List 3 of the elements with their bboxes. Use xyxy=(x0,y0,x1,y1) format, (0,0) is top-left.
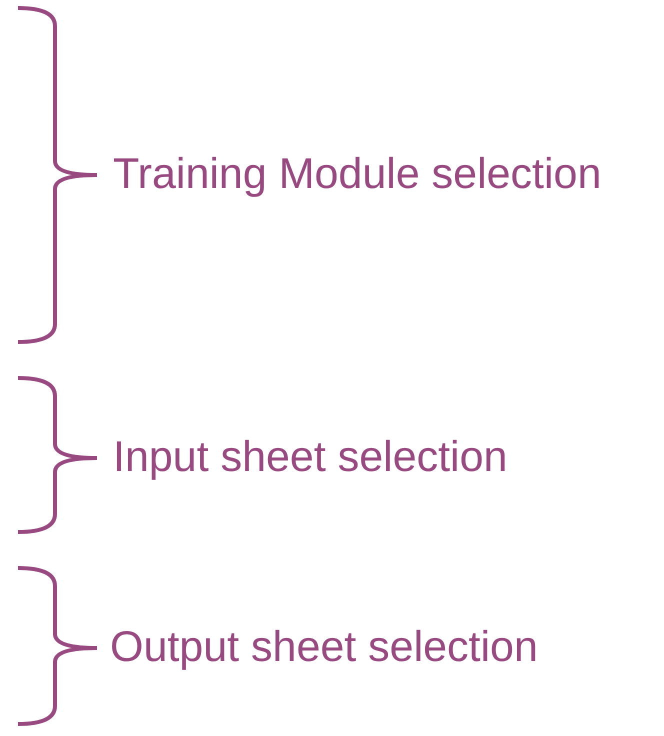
brace-label: Output sheet selection xyxy=(110,626,538,669)
brace-label: Input sheet selection xyxy=(113,436,508,479)
brace-label: Training Module selection xyxy=(113,153,602,196)
